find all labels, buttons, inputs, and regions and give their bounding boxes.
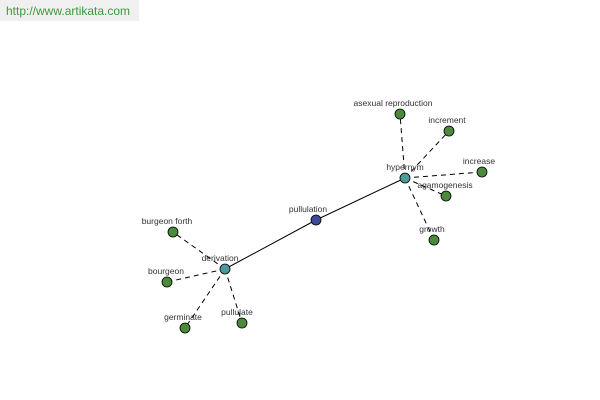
edge-hypernym-growth bbox=[404, 177, 435, 241]
node-label-growth: growth bbox=[419, 224, 445, 234]
node-label-pullulate: pullulate bbox=[221, 307, 253, 317]
edge-hypernym-agamogenesis bbox=[404, 177, 447, 197]
node-label-increase: increase bbox=[463, 156, 495, 166]
graph-edges bbox=[166, 113, 483, 329]
edge-derivation-germinate bbox=[184, 268, 226, 329]
edge-derivation-bourgeon bbox=[166, 268, 226, 283]
node-label-increment: increment bbox=[428, 115, 466, 125]
node-bourgeon[interactable]: bourgeon bbox=[148, 266, 184, 288]
node-label-asexual-reproduction: asexual reproduction bbox=[354, 98, 433, 108]
node-label-burgeon-forth: burgeon forth bbox=[142, 216, 193, 226]
node-hypernym[interactable]: hypernym bbox=[386, 162, 424, 184]
node-label-germinate: germinate bbox=[164, 312, 202, 322]
node-asexual-reproduction[interactable]: asexual reproduction bbox=[354, 98, 433, 120]
url-banner: http://www.artikata.com bbox=[0, 0, 139, 21]
node-burgeon-forth[interactable]: burgeon forth bbox=[142, 216, 193, 238]
node-label-bourgeon: bourgeon bbox=[148, 266, 184, 276]
node-agamogenesis[interactable]: agamogenesis bbox=[417, 180, 473, 202]
edge-pullulation-derivation bbox=[224, 219, 317, 270]
graph-nodes: pullulation hypernym derivation asexual … bbox=[142, 98, 495, 334]
node-pullulation[interactable]: pullulation bbox=[289, 204, 328, 226]
node-pullulate[interactable]: pullulate bbox=[221, 307, 253, 329]
edge-hypernym-increase bbox=[404, 171, 483, 179]
edge-hypernym-asexual-reproduction bbox=[399, 113, 406, 179]
node-label-pullulation: pullulation bbox=[289, 204, 328, 214]
node-label-agamogenesis: agamogenesis bbox=[417, 180, 472, 190]
site-url-link[interactable]: http://www.artikata.com bbox=[6, 3, 131, 18]
edge-derivation-burgeon-forth bbox=[172, 231, 226, 270]
edge-hypernym-increment bbox=[404, 130, 450, 179]
node-label-hypernym: hypernym bbox=[386, 162, 423, 172]
node-growth[interactable]: growth bbox=[419, 224, 445, 246]
node-germinate[interactable]: germinate bbox=[164, 312, 202, 334]
node-label-derivation: derivation bbox=[202, 253, 239, 263]
node-increase[interactable]: increase bbox=[463, 156, 495, 178]
edge-derivation-pullulate bbox=[224, 268, 243, 324]
edge-pullulation-hypernym bbox=[315, 177, 406, 221]
node-derivation[interactable]: derivation bbox=[202, 253, 239, 275]
node-increment[interactable]: increment bbox=[428, 115, 466, 137]
